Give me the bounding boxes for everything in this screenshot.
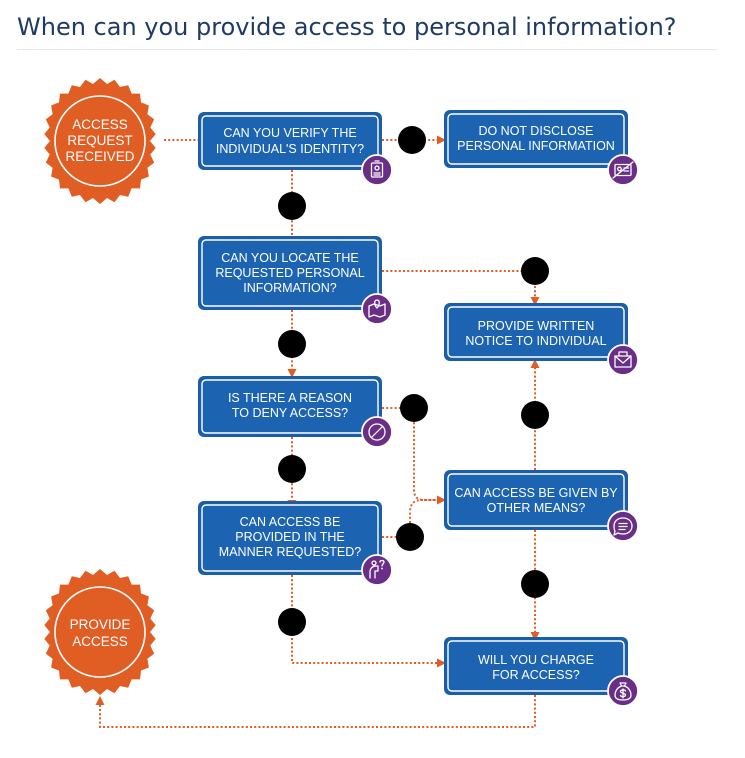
connector-locate-notice bbox=[382, 270, 536, 297]
check-icon bbox=[400, 394, 428, 422]
arrowhead bbox=[530, 632, 540, 641]
node-text: CAN ACCESS BE GIVEN BY bbox=[454, 486, 618, 500]
id-badge-icon bbox=[361, 154, 393, 186]
question-person-icon bbox=[361, 554, 393, 586]
check-icon bbox=[521, 570, 549, 598]
arrowhead bbox=[95, 696, 105, 705]
node-reason-to-deny: IS THERE A REASON TO DENY ACCESS? bbox=[198, 376, 382, 437]
envelope-icon bbox=[607, 344, 639, 376]
node-text: IS THERE A REASON bbox=[228, 391, 352, 405]
end-line-2: ACCESS bbox=[72, 634, 128, 649]
cross-icon bbox=[278, 455, 306, 483]
start-line-3: RECEIVED bbox=[65, 149, 134, 164]
page-title: When can you provide access to personal … bbox=[17, 13, 677, 41]
check-icon bbox=[278, 330, 306, 358]
connector-deny-other bbox=[382, 407, 437, 501]
start-seal: ACCESS REQUEST RECEIVED bbox=[44, 78, 156, 204]
node-text: PROVIDE WRITTEN bbox=[478, 319, 595, 333]
prohibited-icon bbox=[361, 416, 393, 448]
arrowhead bbox=[437, 495, 446, 505]
arrowhead bbox=[530, 297, 540, 306]
node-verify-identity: CAN YOU VERIFY THE INDIVIDUAL'S IDENTITY… bbox=[198, 112, 382, 170]
node-text: TO DENY ACCESS? bbox=[232, 406, 348, 420]
node-text: NOTICE TO INDIVIDUAL bbox=[465, 334, 606, 348]
seal-burst bbox=[44, 78, 156, 204]
node-text: REQUESTED PERSONAL bbox=[215, 266, 364, 280]
arrowhead bbox=[287, 369, 297, 378]
connector-charge-end bbox=[99, 695, 536, 728]
start-line-2: REQUEST bbox=[67, 133, 132, 148]
seal-burst bbox=[44, 569, 156, 695]
cross-icon bbox=[521, 401, 549, 429]
node-other-means: CAN ACCESS BE GIVEN BY OTHER MEANS? bbox=[444, 470, 628, 530]
connector-manner-charge bbox=[291, 575, 437, 664]
node-text: INDIVIDUAL'S IDENTITY? bbox=[216, 142, 364, 156]
node-text: MANNER REQUESTED? bbox=[219, 545, 361, 559]
node-text: CAN YOU LOCATE THE bbox=[221, 251, 359, 265]
end-seal: PROVIDE ACCESS bbox=[44, 569, 156, 695]
cross-icon bbox=[521, 257, 549, 285]
no-id-card-icon bbox=[607, 154, 639, 186]
end-line-1: PROVIDE bbox=[70, 617, 131, 632]
cross-icon bbox=[398, 126, 426, 154]
check-icon bbox=[278, 608, 306, 636]
arrowhead bbox=[437, 658, 446, 668]
node-text: INFORMATION? bbox=[243, 281, 337, 295]
node-locate-information: CAN YOU LOCATE THE REQUESTED PERSONAL IN… bbox=[198, 236, 382, 310]
node-text: DO NOT DISCLOSE bbox=[478, 124, 593, 138]
node-text: CAN YOU VERIFY THE bbox=[223, 126, 356, 140]
node-text: OTHER MEANS? bbox=[487, 501, 586, 515]
node-text: PERSONAL INFORMATION bbox=[457, 139, 615, 153]
node-text: WILL YOU CHARGE bbox=[478, 653, 594, 667]
start-line-1: ACCESS bbox=[72, 117, 128, 132]
node-charge-access: WILL YOU CHARGE FOR ACCESS? bbox=[444, 637, 628, 695]
arrowhead bbox=[530, 359, 540, 368]
money-bag-icon bbox=[607, 675, 639, 707]
node-text: PROVIDED IN THE bbox=[235, 530, 345, 544]
node-written-notice: PROVIDE WRITTEN NOTICE TO INDIVIDUAL bbox=[444, 303, 628, 361]
node-do-not-disclose: DO NOT DISCLOSE PERSONAL INFORMATION bbox=[444, 110, 628, 168]
node-text: CAN ACCESS BE bbox=[240, 515, 341, 529]
node-manner-requested: CAN ACCESS BE PROVIDED IN THE MANNER REQ… bbox=[198, 501, 382, 575]
title-divider bbox=[17, 49, 717, 50]
arrowhead bbox=[437, 135, 446, 145]
node-text: FOR ACCESS? bbox=[492, 668, 580, 682]
cross-icon bbox=[396, 523, 424, 551]
map-pin-icon bbox=[361, 293, 393, 325]
check-icon bbox=[278, 192, 306, 220]
chat-bubble-icon bbox=[607, 510, 639, 542]
connector-manner-other bbox=[382, 499, 437, 538]
